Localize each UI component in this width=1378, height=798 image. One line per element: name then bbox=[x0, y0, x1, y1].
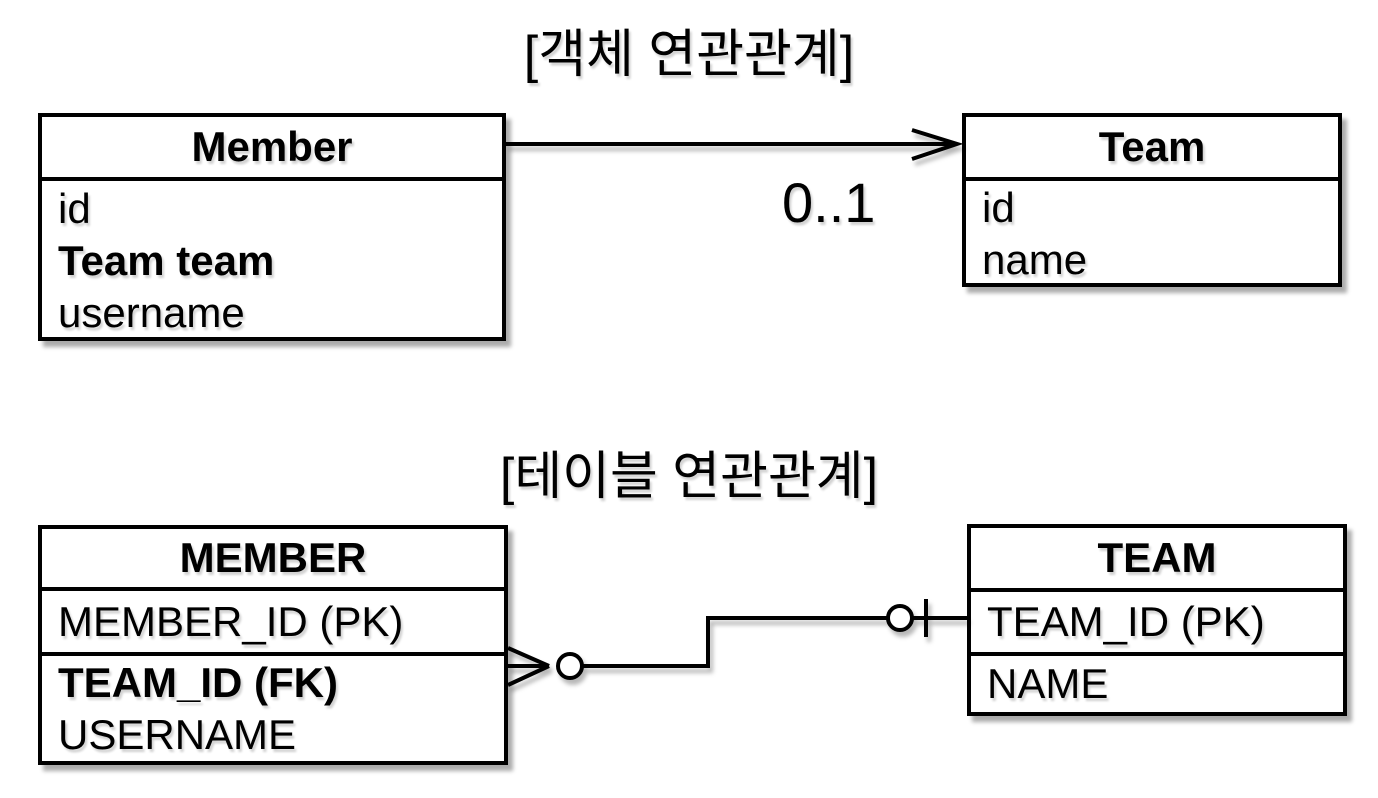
team-class-field-id: id bbox=[982, 184, 1015, 231]
member-class-field-username: username bbox=[58, 289, 245, 336]
member-table-box: MEMBER MEMBER_ID (PK) TEAM_ID (FK) USERN… bbox=[38, 525, 508, 765]
team-table-name-row: NAME bbox=[987, 660, 1109, 707]
team-class-title: Team bbox=[966, 117, 1338, 181]
member-class-field-team: Team team bbox=[58, 237, 275, 284]
team-class-field-name: name bbox=[982, 236, 1088, 283]
table-association-title: [테이블 연관관계] bbox=[499, 448, 879, 506]
relationship-line bbox=[582, 616, 888, 668]
zero-circle-member-icon bbox=[556, 652, 584, 680]
member-table-username-row: USERNAME bbox=[58, 711, 297, 758]
object-association-title: [객체 연관관계] bbox=[523, 26, 855, 84]
member-class-field-id: id bbox=[58, 185, 91, 232]
zero-circle-team-icon bbox=[886, 604, 914, 632]
team-table-box: TEAM TEAM_ID (PK) NAME bbox=[967, 524, 1347, 716]
association-multiplicity-label: 0..1 bbox=[782, 171, 876, 234]
member-table-title: MEMBER bbox=[42, 529, 504, 591]
association-arrowhead-icon bbox=[911, 128, 964, 161]
team-table-pk-row: TEAM_ID (PK) bbox=[971, 592, 1343, 656]
team-class-fields: id name bbox=[966, 181, 1338, 286]
team-table-title: TEAM bbox=[971, 528, 1343, 592]
member-table-rows: TEAM_ID (FK) USERNAME bbox=[42, 656, 504, 761]
member-table-pk-row: MEMBER_ID (PK) bbox=[42, 591, 504, 656]
member-class-title: Member bbox=[42, 117, 502, 181]
member-class-box: Member id Team team username bbox=[38, 113, 506, 341]
member-class-fields: id Team team username bbox=[42, 181, 502, 339]
member-table-fk-row: TEAM_ID (FK) bbox=[58, 659, 338, 706]
crows-foot-icon bbox=[507, 646, 550, 687]
team-class-box: Team id name bbox=[962, 113, 1342, 287]
